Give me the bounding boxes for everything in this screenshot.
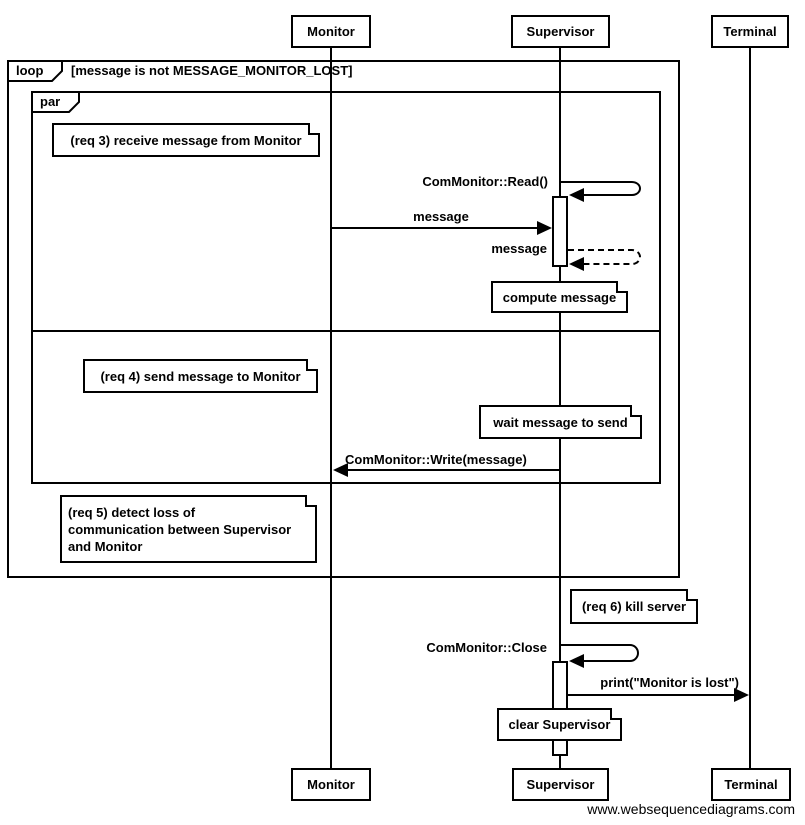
note-req6-text: (req 6) kill server [581,599,687,614]
print-arrowhead [734,688,749,702]
watermark: www.websequencediagrams.com [587,801,795,817]
actor-supervisor-bottom: Supervisor [512,768,609,801]
par-frame-label: par [40,94,61,109]
note-req6: (req 6) kill server [570,589,698,624]
loop-frame-label: loop [16,63,44,78]
read-message-label: ComMonitor::Read() [422,174,548,189]
note-fold-icon [686,589,698,601]
note-req4: (req 4) send message to Monitor [83,359,318,393]
close-self-call-arrowhead [569,654,584,668]
note-req5: (req 5) detect loss of communication bet… [60,495,317,563]
write-arrowhead [333,463,348,477]
message-return-arrowhead [569,257,584,271]
loop-frame-pentagon [7,60,63,82]
message-label: message [413,209,469,224]
message-arrowhead [537,221,552,235]
actor-monitor-top: Monitor [291,15,371,48]
note-fold-icon [308,123,320,135]
par-frame-pentagon [31,91,80,113]
note-compute-text: compute message [502,289,617,305]
note-clear: clear Supervisor [497,708,622,741]
actor-terminal-bottom: Terminal [711,768,791,801]
read-self-call-line [561,181,641,196]
print-message-label: print("Monitor is lost") [600,675,739,690]
note-clear-text: clear Supervisor [508,717,611,732]
note-req3: (req 3) receive message from Monitor [52,123,320,157]
note-req3-text: (req 3) receive message from Monitor [70,132,302,148]
actor-supervisor-top: Supervisor [511,15,610,48]
note-fold-icon [610,708,622,720]
supervisor-activation-1 [552,196,568,267]
note-fold-icon [616,281,628,293]
note-req5-text: (req 5) detect loss of communication bet… [68,504,292,554]
read-self-call-arrowhead [569,188,584,202]
close-self-call-line [561,644,639,662]
note-req4-text: (req 4) send message to Monitor [100,368,301,384]
par-frame [31,91,661,484]
note-fold-icon [306,359,318,371]
close-message-label: ComMonitor::Close [426,640,547,655]
note-compute: compute message [491,281,628,313]
loop-frame [7,60,680,578]
note-fold-icon [305,495,317,507]
loop-condition-label: [message is not MESSAGE_MONITOR_LOST] [71,63,353,78]
message-return-label: message [491,241,547,256]
message-return-line [568,249,641,265]
note-wait: wait message to send [479,405,642,439]
write-message-label: ComMonitor::Write(message) [345,452,527,467]
actor-monitor-bottom: Monitor [291,768,371,801]
note-fold-icon [630,405,642,417]
actor-terminal-top: Terminal [711,15,789,48]
note-wait-text: wait message to send [493,414,628,430]
